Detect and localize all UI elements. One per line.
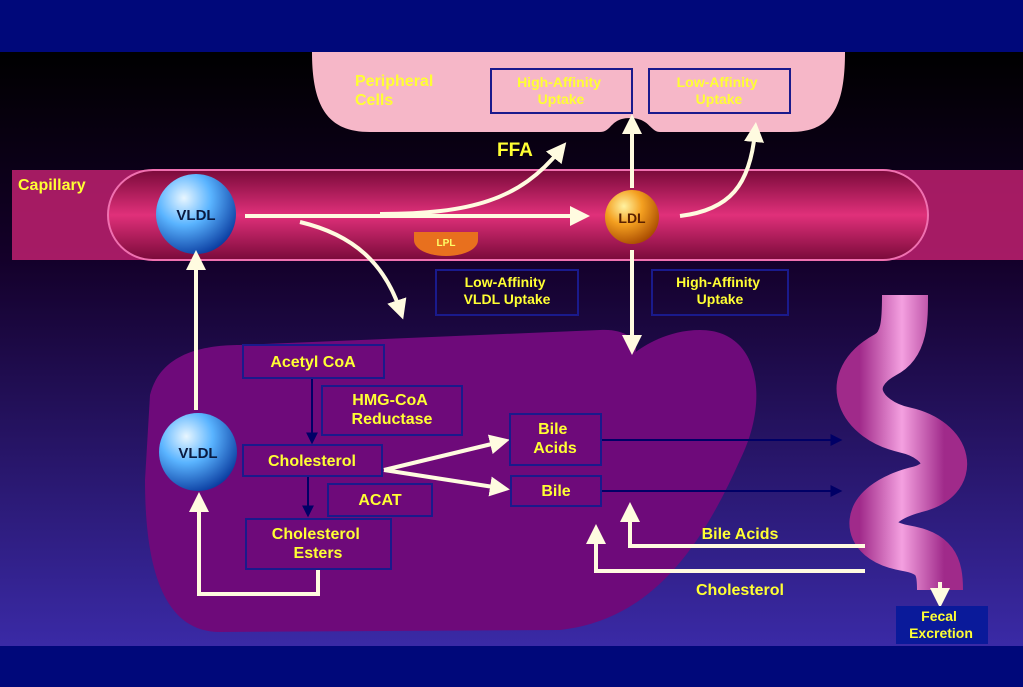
cholesterol-to-bile-acids-arrow	[383, 434, 510, 472]
bile-acids-box-label: Bile Acids	[533, 421, 577, 457]
capillary-label: Capillary	[18, 177, 86, 194]
fecal-excretion-box	[896, 606, 988, 644]
ldl-label: LDL	[618, 210, 646, 226]
bile-box-label: Bile	[541, 483, 570, 500]
vldl-to-liver-arrow	[299, 220, 407, 320]
hmg-coa-reductase-box	[321, 385, 463, 436]
high-affinity-uptake-top-label: High-Affinity Uptake	[517, 74, 605, 107]
vldl-capillary-label: VLDL	[176, 207, 215, 224]
high-affinity-uptake-bottom-label: High-Affinity Uptake	[676, 274, 764, 307]
low-affinity-uptake-top-box	[648, 68, 791, 114]
high-affinity-uptake-bottom-box	[651, 269, 789, 316]
ldl-low-affinity-arrow	[679, 122, 765, 218]
cholesterol-to-bile-arrow	[383, 468, 510, 497]
lpl-label: LPL	[437, 238, 456, 249]
bile-acids-return-arrow	[620, 502, 865, 548]
cholesterol-liver-box	[242, 444, 383, 477]
peripheral-cells-label: Peripheral Cells	[355, 73, 438, 109]
cholesterol-esters-label: Cholesterol Esters	[272, 526, 364, 562]
acetyl-coa-box	[242, 344, 385, 379]
ffa-release-arrow	[379, 142, 567, 216]
cholesterol-return-label: Cholesterol	[696, 582, 784, 599]
cholesterol-liver-label: Cholesterol	[268, 453, 356, 470]
bile-acids-return-label: Bile Acids	[702, 526, 779, 543]
high-affinity-uptake-top-box	[490, 68, 633, 114]
low-affinity-vldl-uptake-label: Low-Affinity VLDL Uptake	[464, 274, 551, 307]
acat-label: ACAT	[358, 492, 401, 509]
vldl-capillary-particle	[156, 174, 236, 254]
cholesterol-return-arrow	[586, 524, 865, 573]
bile-acids-box	[509, 413, 602, 466]
acetyl-coa-label: Acetyl CoA	[270, 354, 356, 371]
low-affinity-uptake-top-label: Low-Affinity Uptake	[677, 74, 762, 107]
ldl-particle	[605, 190, 659, 244]
lpl-enzyme-icon	[414, 232, 478, 256]
vldl-liver-label: VLDL	[178, 445, 217, 462]
cholesterol-esters-box	[245, 518, 392, 570]
vldl-liver-particle	[159, 413, 237, 491]
fecal-excretion-label: Fecal Excretion	[909, 608, 973, 641]
intestine-shape	[836, 294, 968, 591]
esters-to-vldl-arrow	[189, 492, 320, 596]
acat-box	[327, 483, 433, 517]
hmg-coa-reductase-label: HMG-CoA Reductase	[352, 392, 433, 428]
ffa-label: FFA	[497, 140, 533, 161]
bile-box	[510, 475, 602, 507]
low-affinity-vldl-uptake-box	[435, 269, 579, 316]
